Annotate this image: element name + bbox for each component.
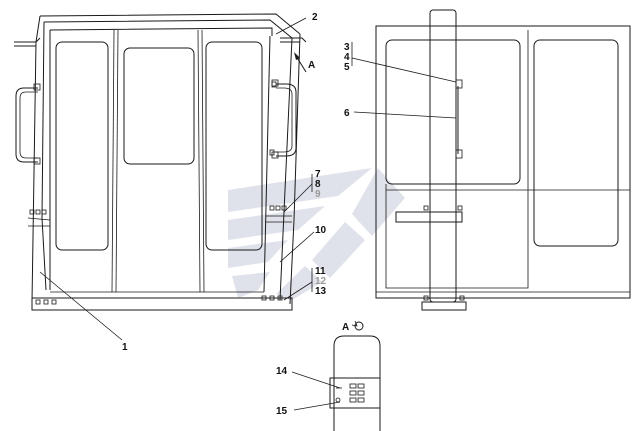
side-pillar	[429, 9, 457, 303]
center-window	[123, 47, 195, 165]
callout-15: 15	[276, 406, 288, 417]
view-arrow: A	[294, 52, 315, 73]
side-view-cab	[375, 9, 631, 311]
front-bottom-rail	[31, 297, 293, 311]
callout-10: 10	[315, 225, 327, 236]
callout-11: 11	[315, 266, 326, 277]
leader-lines	[39, 17, 457, 411]
detail-title: A	[342, 320, 364, 333]
right-grab-handle	[276, 83, 297, 157]
side-step	[395, 211, 463, 223]
view-arrow-label: A	[308, 60, 315, 71]
callout-6: 6	[344, 108, 350, 119]
callout-9: 9	[315, 189, 321, 200]
detail-view-title: A	[342, 322, 349, 333]
callout-labels: 1 2 3 4 5 6 7 8 9 10 11 12 13 14 15	[122, 12, 350, 417]
callout-8: 8	[315, 179, 321, 190]
callout-3: 3	[344, 42, 350, 53]
side-foot	[421, 301, 467, 311]
callout-1: 1	[122, 342, 128, 353]
front-fasteners	[29, 81, 287, 305]
detail-view-a	[329, 335, 381, 431]
callout-13: 13	[315, 286, 327, 297]
callout-4: 4	[344, 52, 350, 63]
callout-14: 14	[276, 366, 288, 377]
side-cab-outline	[375, 25, 631, 299]
left-door-window	[55, 41, 109, 251]
front-view-cab	[14, 13, 307, 311]
side-rear-window	[533, 39, 619, 247]
side-door-window	[385, 39, 521, 185]
callout-7: 7	[315, 169, 321, 180]
callout-2: 2	[312, 12, 318, 23]
left-grab-handle	[15, 87, 38, 163]
callout-12: 12	[315, 276, 327, 287]
control-panel	[329, 377, 381, 409]
watermark-logo	[228, 168, 405, 300]
callout-5: 5	[344, 62, 350, 73]
right-door-window	[205, 41, 263, 251]
